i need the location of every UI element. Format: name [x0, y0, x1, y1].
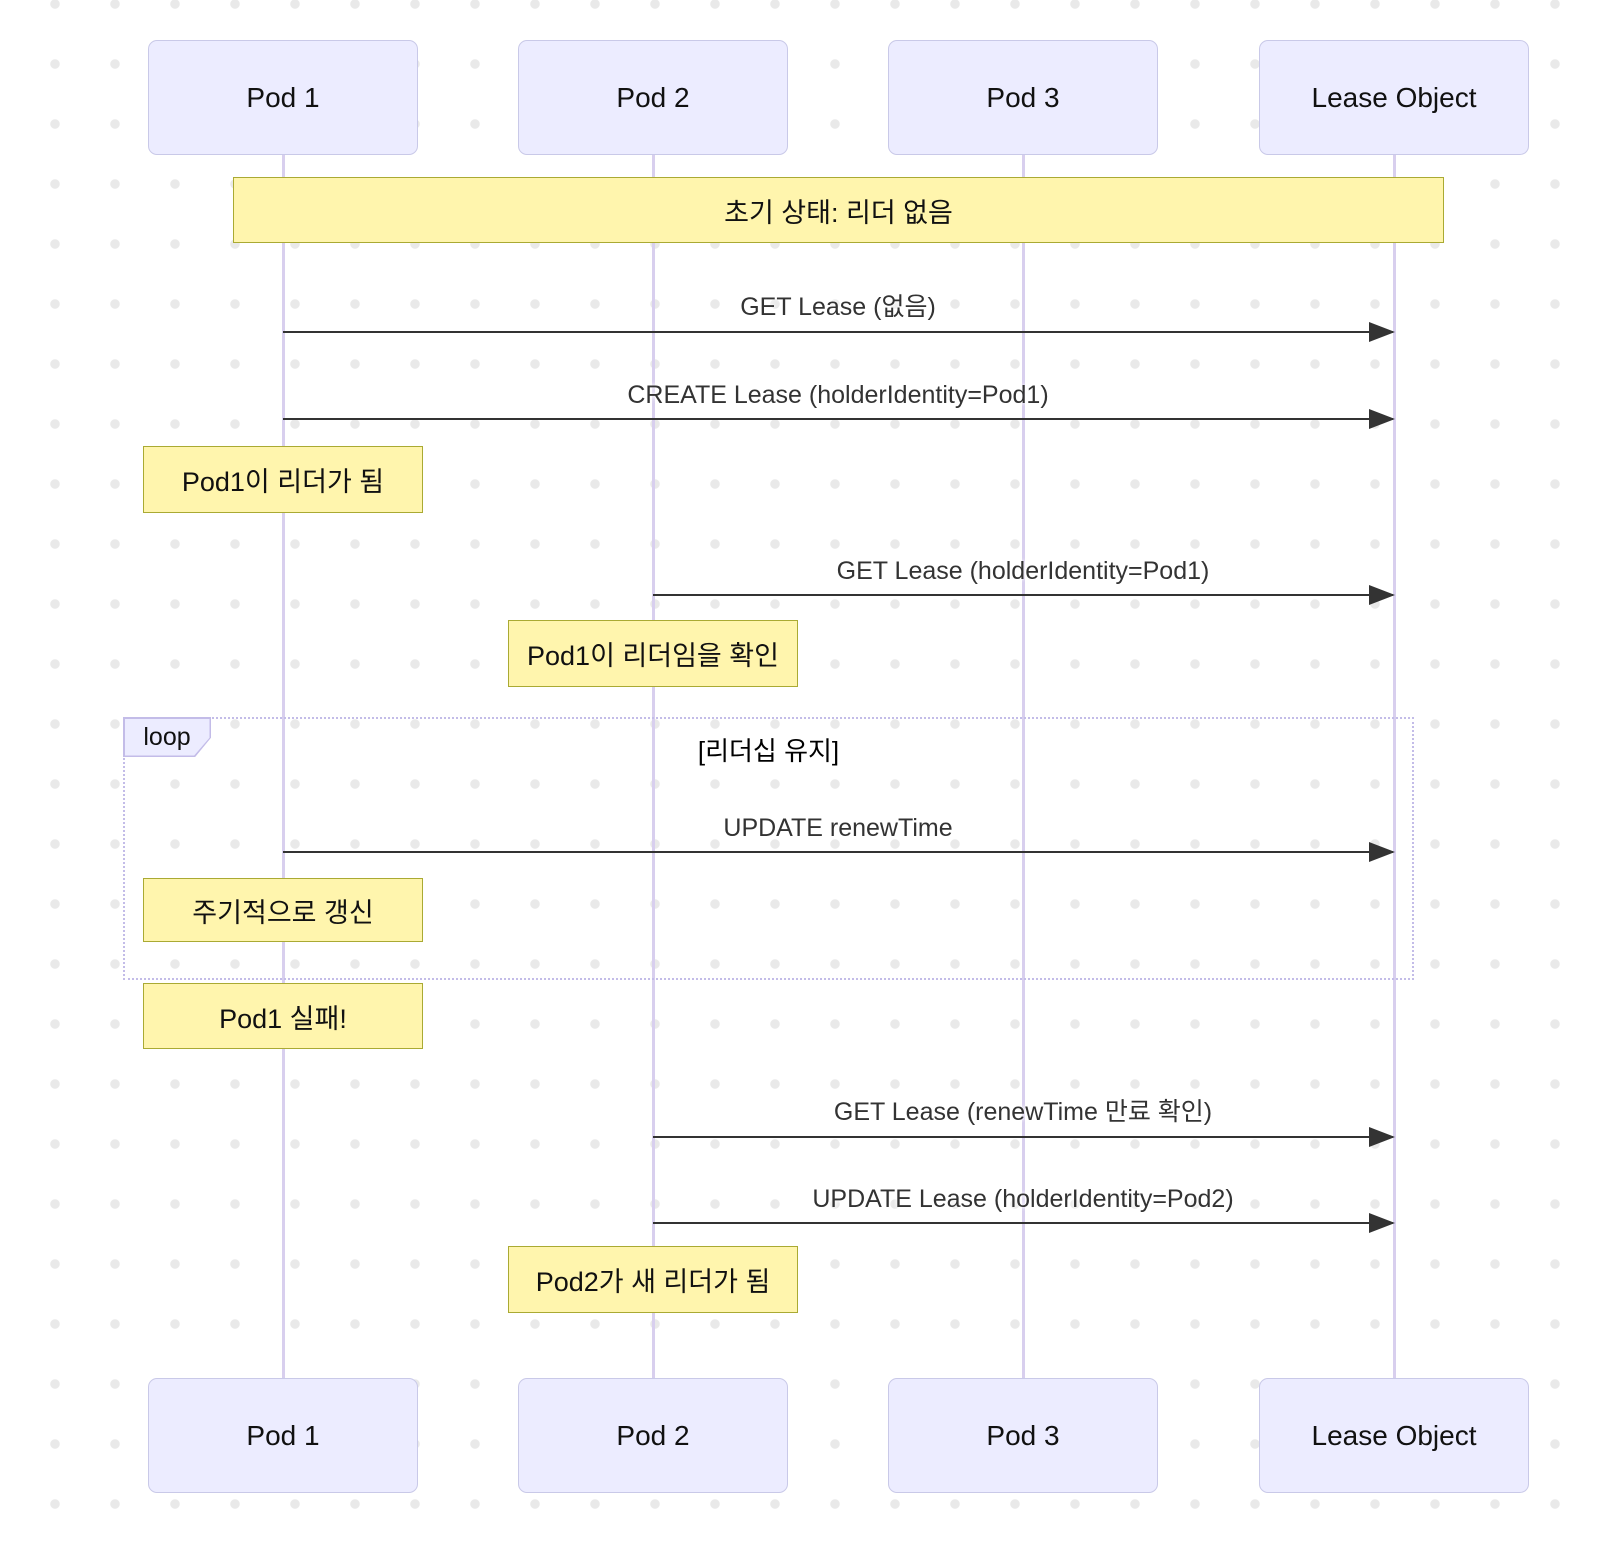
participant-pod3-bottom: Pod 3: [888, 1378, 1158, 1493]
participant-label: Pod 3: [986, 81, 1060, 113]
participant-lease-object-top: Lease Object: [1259, 40, 1529, 155]
arrowhead-icon: [1369, 1213, 1395, 1233]
note-text: Pod1이 리더가 됨: [181, 467, 385, 497]
message-label: UPDATE renewTime: [723, 814, 953, 842]
participant-pod3-top: Pod 3: [888, 40, 1158, 155]
lifeline-pod2: [651, 155, 655, 1378]
message-get-lease-holder-pod1: GET Lease (holderIdentity=Pod1): [653, 557, 1395, 605]
note-text: Pod1 실패!: [219, 1003, 347, 1034]
lifeline-lease-object: [1392, 155, 1396, 1378]
arrowhead-icon: [1369, 842, 1395, 862]
participant-label: Pod 2: [616, 81, 690, 113]
participant-pod2-top: Pod 2: [518, 40, 788, 155]
arrowhead-icon: [1369, 585, 1395, 605]
note-pod1-becomes-leader: Pod1이 리더가 됨: [143, 446, 423, 513]
message-update-lease-holder-pod2: UPDATE Lease (holderIdentity=Pod2): [653, 1185, 1395, 1233]
message-update-renewtime: UPDATE renewTime: [283, 814, 1395, 862]
note-pod1-confirmed-leader: Pod1이 리더임을 확인: [508, 620, 798, 687]
note-initial-state: 초기 상태: 리더 없음: [233, 177, 1444, 243]
loop-label-text: loop: [143, 722, 191, 751]
participant-pod1-bottom: Pod 1: [148, 1378, 418, 1493]
message-create-lease: CREATE Lease (holderIdentity=Pod1): [283, 381, 1395, 429]
loop-label: loop: [123, 717, 211, 757]
participant-pod1-top: Pod 1: [148, 40, 418, 155]
loop-condition: [리더십 유지]: [697, 736, 840, 766]
message-get-lease-none: GET Lease (없음): [283, 293, 1395, 342]
loop-box: loop [리더십 유지]: [123, 717, 1414, 980]
participant-lease-object-bottom: Lease Object: [1259, 1378, 1529, 1493]
message-get-lease-expiry-check: GET Lease (renewTime 만료 확인): [653, 1098, 1395, 1147]
message-label: GET Lease (holderIdentity=Pod1): [836, 557, 1210, 585]
note-text: Pod1이 리더임을 확인: [527, 641, 779, 671]
participant-label: Lease Object: [1311, 1419, 1477, 1451]
note-pod2-new-leader: Pod2가 새 리더가 됨: [508, 1246, 798, 1313]
participant-label: Pod 2: [616, 1419, 690, 1451]
message-label: GET Lease (없음): [740, 293, 936, 321]
participant-label: Pod 1: [246, 1419, 320, 1451]
message-label: GET Lease (renewTime 만료 확인): [833, 1098, 1213, 1126]
note-periodic-renewal: 주기적으로 갱신: [143, 878, 423, 942]
participant-label: Pod 1: [246, 81, 320, 113]
participant-label: Lease Object: [1311, 81, 1477, 113]
message-label: CREATE Lease (holderIdentity=Pod1): [627, 381, 1049, 409]
arrowhead-icon: [1369, 322, 1395, 342]
participant-label: Pod 3: [986, 1419, 1060, 1451]
note-text: Pod2가 새 리더가 됨: [535, 1267, 771, 1297]
message-label: UPDATE Lease (holderIdentity=Pod2): [812, 1185, 1234, 1213]
note-text: 주기적으로 갱신: [192, 897, 374, 928]
lifeline-pod1: [281, 155, 285, 1378]
note-text: 초기 상태: 리더 없음: [724, 197, 953, 228]
arrowhead-icon: [1369, 409, 1395, 429]
note-pod1-failure: Pod1 실패!: [143, 983, 423, 1049]
participant-pod2-bottom: Pod 2: [518, 1378, 788, 1493]
arrowhead-icon: [1369, 1127, 1395, 1147]
lifeline-pod3: [1021, 155, 1025, 1378]
